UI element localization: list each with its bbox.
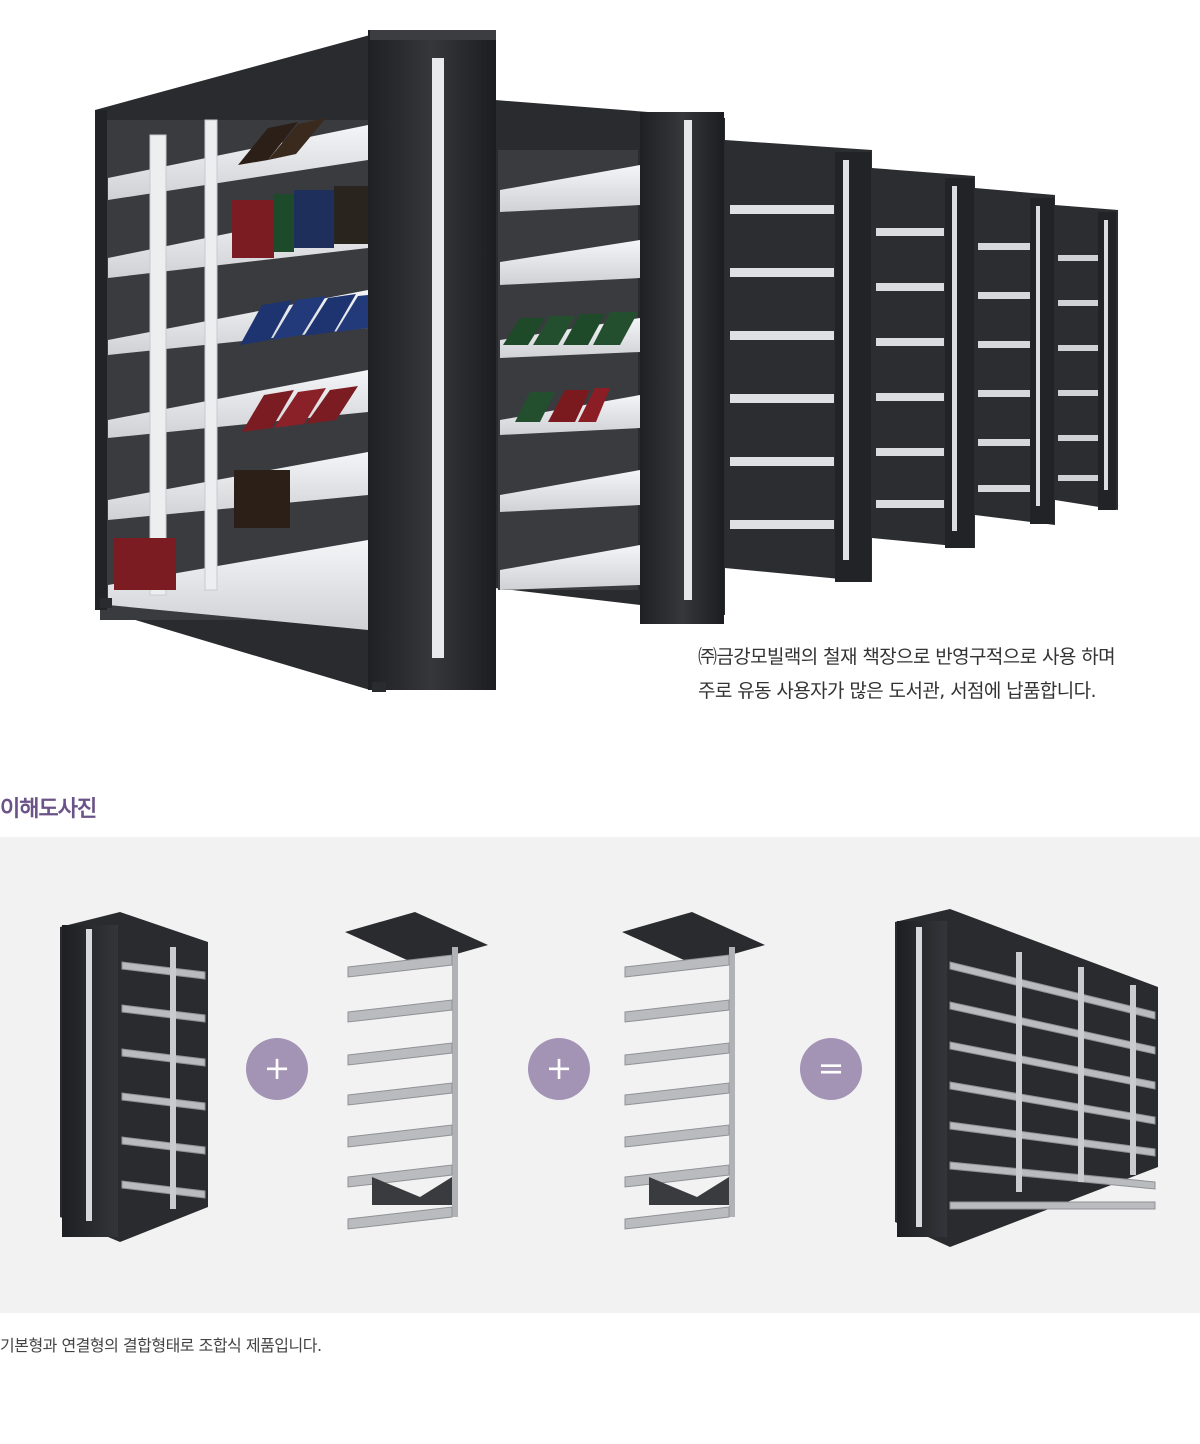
books-green: [503, 312, 638, 345]
equals-operator: =: [800, 1038, 862, 1100]
plus-operator-1: +: [246, 1038, 308, 1100]
front-shelf-unit: [95, 30, 496, 692]
hero-section: ㈜금강모빌랙의 철재 책장으로 반영구적으로 사용 하며 주로 유동 사용자가 …: [95, 30, 1193, 708]
plus-operator-2: +: [528, 1038, 590, 1100]
assembly-diagram-art: [60, 909, 1158, 1247]
books-red-row: [242, 386, 358, 432]
books-mixed: [515, 388, 610, 422]
books-blue-row: [240, 294, 368, 345]
connecting-unit-1-image: [345, 912, 488, 1230]
connecting-unit-2-image: [622, 912, 765, 1230]
hero-caption-line-2: 주로 유동 사용자가 많은 도서관, 서점에 납품합니다.: [698, 680, 1097, 702]
hero-caption: ㈜금강모빌랙의 철재 책장으로 반영구적으로 사용 하며 주로 유동 사용자가 …: [698, 640, 1193, 708]
basic-unit-image: [60, 912, 208, 1242]
diagram-caption: 기본형과 연결형의 결합형태로 조합식 제품입니다.: [0, 1336, 322, 1355]
books-stack-bottom: [114, 470, 290, 590]
middle-shelf-unit: [495, 100, 725, 624]
far-shelf-units: [725, 140, 1118, 582]
combined-unit-image: [895, 909, 1158, 1247]
books-red-green-row: [232, 186, 368, 258]
bookshelf-product-image: [95, 30, 1118, 692]
assembly-diagram: + + =: [0, 837, 1200, 1313]
hero-caption-line-1: ㈜금강모빌랙의 철재 책장으로 반영구적으로 사용 하며: [698, 646, 1116, 668]
section-title: 이해도사진: [0, 797, 97, 822]
books-dark-top: [238, 118, 326, 165]
